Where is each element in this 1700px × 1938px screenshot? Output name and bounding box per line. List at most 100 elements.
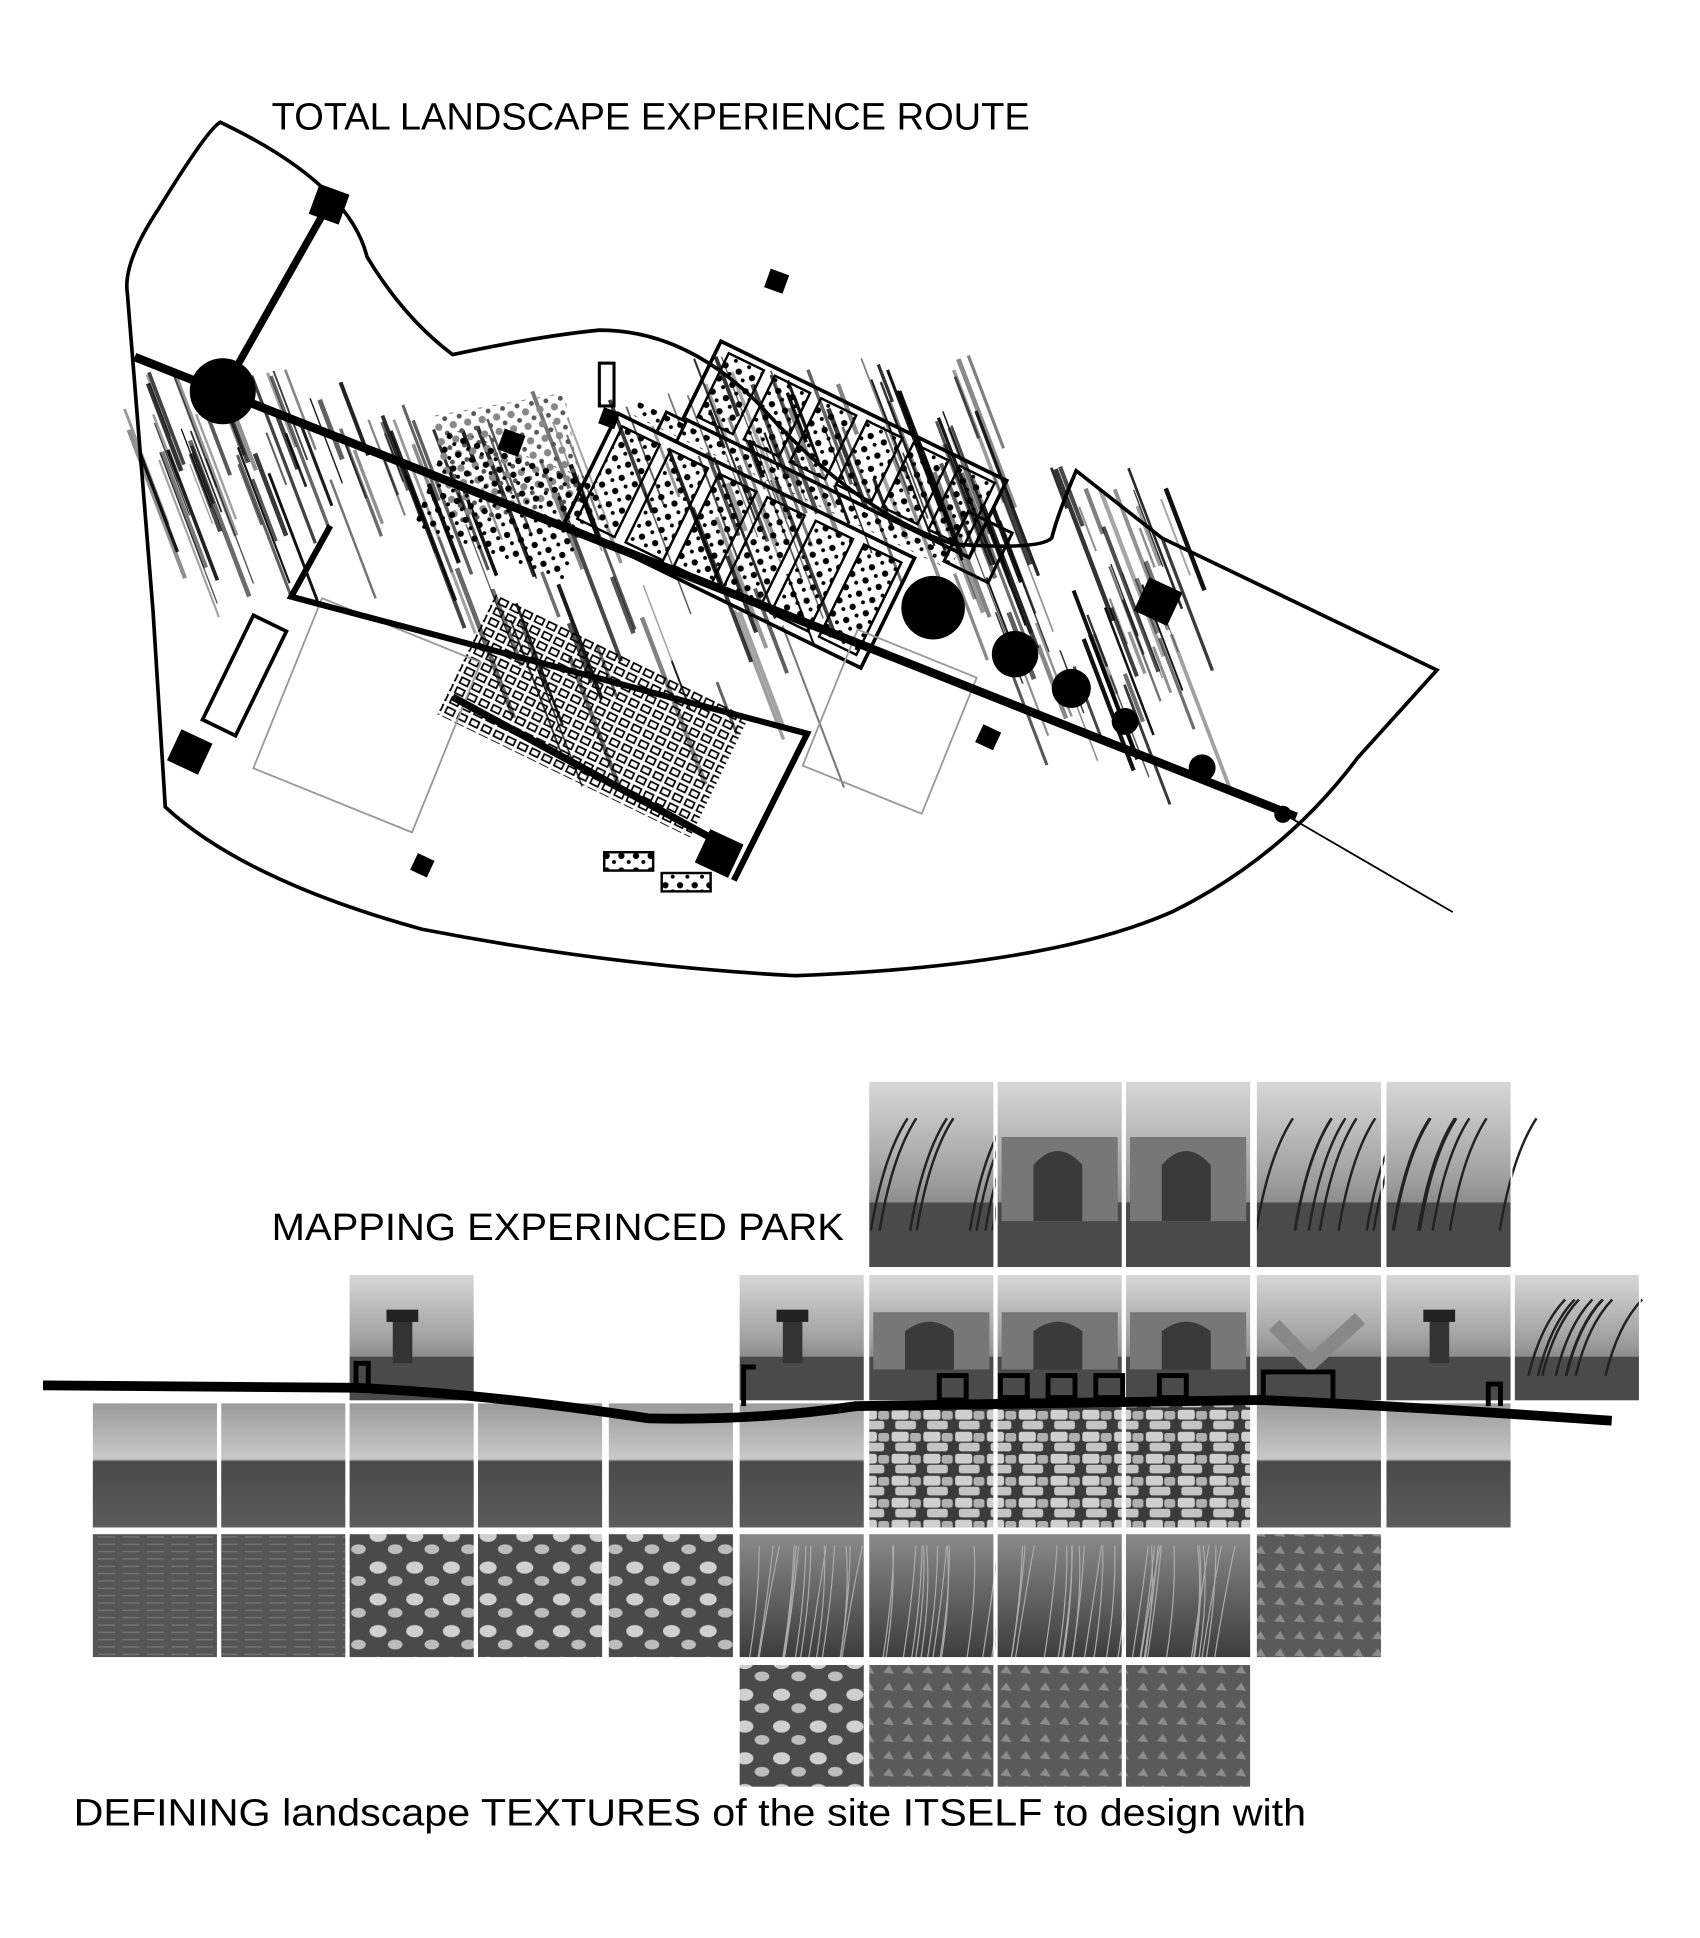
hatch-line (158, 459, 220, 618)
hatch-line (974, 410, 1041, 577)
texture-tile-stone (1124, 1401, 1252, 1530)
hatch-line (166, 449, 220, 581)
hatch-line (1169, 633, 1234, 795)
hatch-line (269, 375, 332, 532)
node-square (308, 183, 350, 225)
texture-tile-wall (995, 1079, 1124, 1269)
hatch-line (267, 472, 319, 602)
hatch-line (153, 422, 191, 516)
pavilion-rect (654, 409, 689, 444)
texture-tile-rocks (347, 1532, 476, 1659)
hatch-line (1108, 598, 1129, 645)
hatch-line (399, 460, 436, 554)
hatch-line (329, 479, 377, 599)
hatch-line (860, 357, 908, 478)
route-axis-thin (1271, 806, 1454, 913)
hatch-line (540, 571, 561, 618)
hatch-line (737, 610, 785, 726)
hatch-line (309, 398, 344, 484)
hatch-line (275, 415, 300, 470)
hatch-line (984, 519, 1027, 626)
hatch-line (1135, 505, 1163, 567)
hatch-line (171, 371, 239, 537)
texture-tile-ground (867, 1663, 996, 1789)
hatch-line (284, 432, 308, 488)
hatch-line (732, 609, 786, 741)
hatch-line (145, 382, 184, 472)
plaza-square (252, 597, 482, 834)
texture-tile-stone (995, 1401, 1124, 1530)
node-square (975, 724, 1002, 751)
hatch-line (138, 453, 180, 553)
hatch-line (317, 398, 345, 461)
texture-tile-sea (737, 1401, 866, 1530)
hatch-line (284, 369, 317, 451)
texture-tile-windtrees (1513, 1273, 1644, 1403)
hatch-line (781, 625, 845, 788)
texture-tile-rocks (476, 1532, 604, 1659)
plaza-square (801, 628, 978, 815)
hatch-line (1078, 506, 1097, 552)
texture-tile-ruin (867, 1273, 996, 1403)
hatch-line (126, 429, 188, 580)
node-circle (189, 358, 256, 425)
texture-tile-sea (476, 1401, 604, 1530)
hatch-line (187, 439, 252, 598)
pavilion-rect (200, 612, 289, 739)
hatch-line (1058, 465, 1085, 527)
section-mapping: MAPPING EXPERINCED PARK DEFINING landsca… (42, 1079, 1644, 1835)
hatch-line (1036, 644, 1069, 720)
texture-tile-tower (737, 1273, 866, 1403)
hatch-line (1132, 489, 1164, 568)
hatch-line (951, 369, 1006, 503)
bench-block (603, 851, 655, 872)
texture-tiles (91, 1079, 1644, 1789)
hatch-line (251, 478, 278, 542)
hatch-line (1000, 490, 1033, 566)
hatch-line (189, 464, 214, 524)
node-square (166, 729, 213, 775)
hatch-line (1122, 672, 1146, 723)
node-circle (991, 630, 1039, 678)
texture-tile-sea (1384, 1401, 1513, 1530)
hatch-line (297, 417, 334, 507)
hatch-line (194, 413, 238, 520)
hatch-line (1053, 468, 1116, 622)
texture-tile-sea (347, 1401, 476, 1530)
node-square (598, 407, 621, 430)
texture-tile-grass (867, 1532, 1014, 1659)
node-circle (1051, 668, 1091, 708)
hatch-line (1121, 572, 1164, 679)
texture-tile-sea (219, 1401, 348, 1530)
hatch-line (392, 419, 454, 574)
terrain-profile-line (42, 1380, 1613, 1426)
hatch-line (170, 366, 218, 488)
hatch-line (1098, 488, 1166, 658)
texture-tile-sea (1255, 1401, 1383, 1530)
hatch-line (159, 450, 209, 569)
hatch-line (1158, 637, 1196, 730)
texture-tile-wall (1124, 1079, 1252, 1269)
plan-title: TOTAL LANDSCAPE EXPERIENCE ROUTE (272, 97, 1030, 139)
node-circle (1188, 754, 1216, 782)
texture-tile-water (91, 1532, 219, 1659)
hatch-line (942, 411, 961, 458)
node-square (497, 428, 526, 457)
hatch-line (1161, 538, 1214, 672)
pavilion-rect (597, 361, 616, 408)
hatch-line (188, 452, 223, 533)
node-circle (901, 575, 965, 640)
hatch-line (686, 394, 715, 466)
route-nodes (166, 183, 1292, 878)
site-boundary (124, 120, 1440, 978)
texture-tile-ground (1255, 1532, 1383, 1659)
hatch-line (235, 454, 293, 598)
hatch-line (338, 428, 384, 537)
hatch-line (953, 573, 989, 661)
hatch-line (1152, 646, 1173, 694)
texture-tile-windtrees (1384, 1079, 1538, 1269)
bench-block (660, 871, 712, 893)
hatch-line (151, 413, 180, 482)
garden-plots (561, 338, 1010, 671)
